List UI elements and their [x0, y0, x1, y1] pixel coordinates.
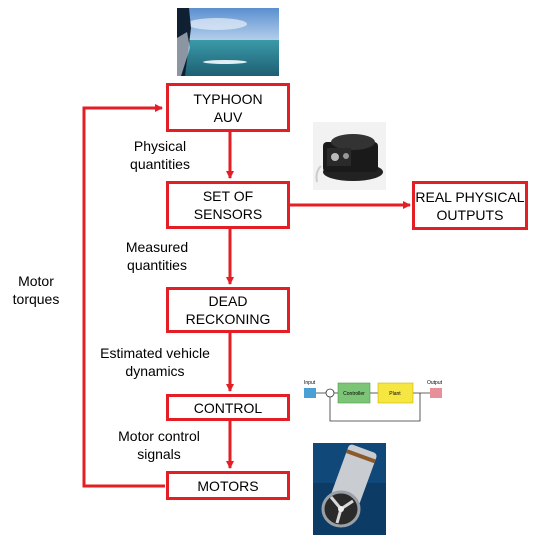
control-block-diagram: Input Controller Plant Output: [302, 376, 448, 428]
dead-reckoning-box: DEAD RECKONING: [166, 287, 290, 333]
arrow-motors-feedback: [82, 104, 165, 488]
thruster-photo: [313, 443, 386, 535]
input-block: [304, 388, 316, 398]
block-plant-label: Plant: [389, 391, 401, 397]
motor-torques-label: Motor torques: [12, 273, 60, 307]
typhoon-auv-box: TYPHOON AUV: [166, 83, 290, 132]
plant-block: [377, 382, 414, 404]
motor-control-signals-label: Motor control signals: [118, 428, 200, 462]
controller-block: [337, 382, 371, 404]
block-controller-label: Controller: [343, 391, 365, 397]
motors-box: MOTORS: [166, 471, 290, 500]
set-of-sensors-box: SET OF SENSORS: [166, 181, 290, 229]
physical-quantities-label: Physical quantities: [130, 138, 190, 172]
estimated-vehicle-dynamics-label: Estimated vehicle dynamics: [100, 345, 210, 379]
ocean-photo: [177, 8, 279, 76]
real-physical-outputs-box: REAL PHYSICAL OUTPUTS: [412, 181, 528, 230]
block-output-label: Output: [427, 380, 443, 386]
measured-quantities-label: Measured quantities: [125, 239, 189, 273]
output-block: [430, 388, 442, 398]
sensor-photo: [313, 122, 386, 190]
control-box: CONTROL: [166, 394, 290, 421]
block-input-label: Input: [304, 380, 316, 386]
